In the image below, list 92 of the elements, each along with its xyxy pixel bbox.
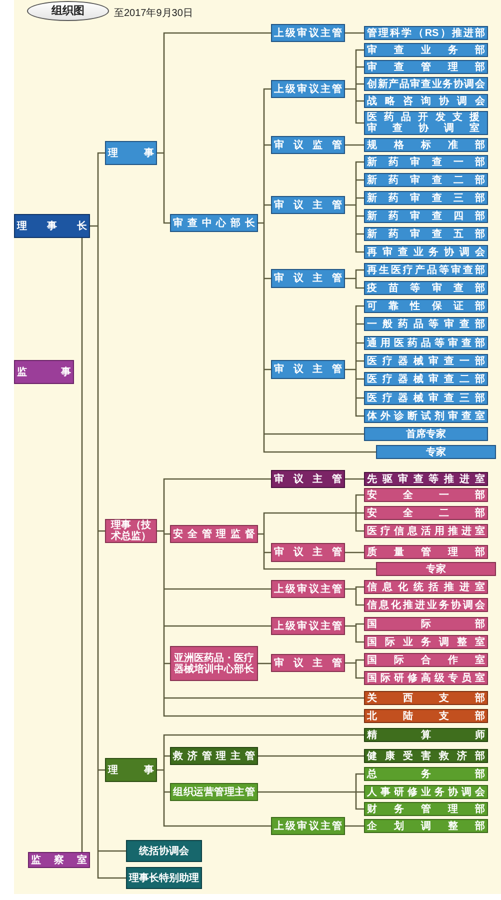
org-unit-box: 审议主管 [271,269,345,288]
org-unit-box: 组织运营管理主管 [170,783,258,801]
org-unit-box: 医疗器械审查一部 [364,354,488,368]
org-unit-box: 上级审议主管 [271,817,345,835]
connector-line [345,478,364,480]
connector-line [81,238,83,852]
connector-line [156,478,365,717]
connector-line [345,144,364,146]
org-unit-box: 专家 [376,445,496,459]
org-unit-box: 理事 [105,141,157,165]
org-unit-box: 新药审查二部 [364,173,488,187]
org-unit-box: 再生医疗产品等审查部 [364,263,488,277]
org-unit-box: 医疗器械审查三部 [364,391,488,405]
org-unit-box: 体外诊断试剂审查室 [364,409,488,423]
org-unit-box: 国际合作室 [364,653,488,667]
org-unit-box: 审议主管 [271,196,345,214]
org-unit-box: 安全二部 [364,506,488,520]
org-unit-box: 新药审查一部 [364,155,488,169]
org-unit-box: 审查业务部 [364,43,488,57]
org-unit-box: 审议监管 [271,136,345,154]
org-unit-box: 上级审议主管 [271,617,345,635]
org-unit-box: 救济管理主管 [170,747,258,765]
org-unit-box: 医疗器械审查二部 [364,372,488,386]
connector-line [89,152,127,879]
org-unit-box: 总务部 [364,767,488,781]
connector-line [344,305,365,417]
connector-line [257,773,365,810]
org-unit-box: 监察室 [28,852,90,868]
org-unit-box: 人事研修业务协调会 [364,785,488,799]
org-unit-box: 信息化推进业务协调会 [364,598,488,612]
org-unit-box: 审议主管 [271,654,345,672]
date-note: 至2017年9月30日 [114,8,193,20]
org-unit-box: 再审查业务协调会 [364,245,488,259]
connector-line [344,269,365,289]
org-unit-box: 新药审查三部 [364,191,488,205]
org-unit-box: 质量管理部 [364,545,488,559]
org-unit-box: 医药品开发支援审查协调室 [364,111,488,135]
connector-line [344,586,365,606]
org-unit-box: 财务管理部 [364,802,488,816]
connector-line [258,755,364,757]
org-unit-box: 企划调整部 [364,819,488,833]
org-unit-box: 国际研修高级专员室 [364,671,488,685]
org-unit-box: 理事 [105,758,157,782]
org-unit-box: 上级审议主管 [271,80,345,98]
connector-line [258,662,271,664]
org-unit-box: 安全管理监督 [170,525,258,543]
org-unit-box: 北陆支部 [364,709,488,723]
org-unit-box: 先驱审查等推进室 [364,472,488,486]
org-unit-box: 亚洲医药品・医疗器械培训中心部长 [170,646,258,681]
connector-line [257,494,377,570]
org-unit-box: 关西支部 [364,691,488,705]
org-unit-box: 安全一部 [364,488,488,502]
org-unit-box: 一般药品等审查部 [364,317,488,331]
org-unit-box: 可靠性保证部 [364,299,488,313]
org-unit-box: 疫苗等审查部 [364,281,488,295]
org-unit-box: 健康受害救济部 [364,749,488,763]
connector-line [344,161,365,253]
connector-line [156,32,272,224]
org-unit-box: 理事（技术总监） [105,519,157,543]
org-unit-box: 理事长特别助理 [126,867,202,889]
org-unit-box: 审议主管 [271,543,345,562]
org-unit-box: 医疗信息活用推进室 [364,524,488,538]
org-unit-box: 通用医药品等审查部 [364,336,488,350]
org-unit-box: 战略咨询协调会 [364,94,488,108]
org-unit-box: 创新产品审查业务协调会 [364,77,488,91]
org-unit-box: 首席专家 [364,427,488,441]
org-unit-box: 专家 [376,562,496,576]
org-unit-box: 规格标准部 [364,138,488,152]
connector-line [345,32,364,34]
org-unit-box: 新药审查五部 [364,227,488,241]
connector-line [344,623,365,643]
org-unit-box: 管理科学（RS）推进部 [364,26,488,40]
connector-line [345,552,364,554]
org-unit-box: 信息化统括推进室 [364,580,488,594]
org-unit-box: 新药审查四部 [364,209,488,223]
org-unit-box: 国际业务调整室 [364,635,488,649]
org-unit-box: 理事长 [14,214,90,238]
connector-line [344,659,365,679]
org-unit-box: 审议主管 [271,470,345,488]
org-unit-box: 精算师 [364,728,488,742]
org-unit-box: 上级审议主管 [271,580,345,598]
org-unit-box: 审查管理部 [364,60,488,74]
connector-line [156,734,365,827]
org-unit-box: 统括协调会 [126,840,202,862]
org-unit-box: 审查中心部长 [170,214,258,232]
connector-line [344,49,365,124]
org-unit-box: 监事 [14,360,74,384]
org-unit-box: 国际部 [364,617,488,631]
org-unit-box: 审议主管 [271,360,345,379]
org-unit-box: 上级审议主管 [271,24,345,42]
connector-line [257,88,377,453]
connector-line [345,825,364,827]
